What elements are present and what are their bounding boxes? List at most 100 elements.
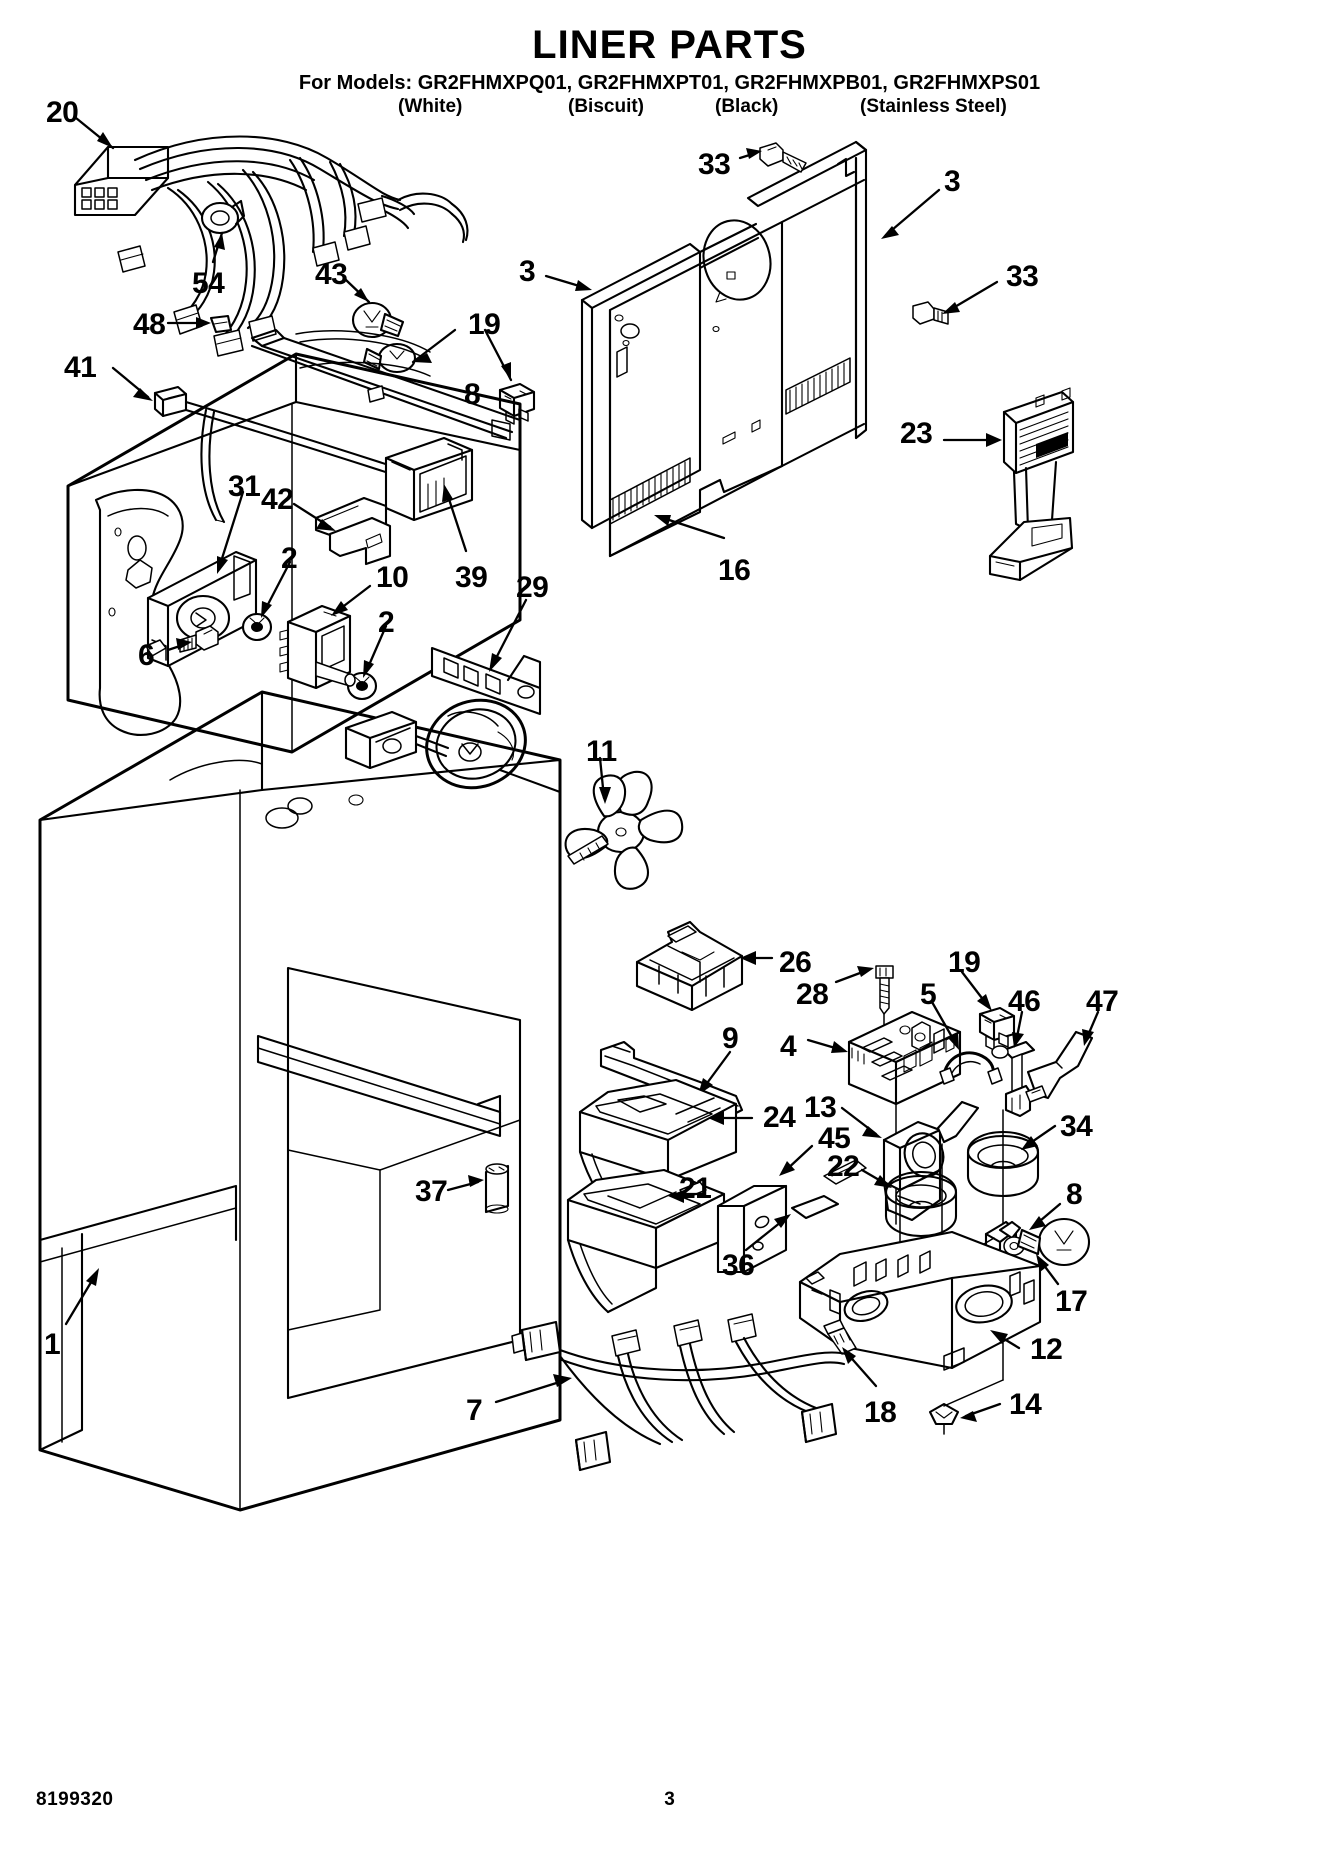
callout-14: 14 [1009, 1388, 1042, 1421]
leader-39 [442, 484, 466, 551]
callout-9: 9 [722, 1022, 739, 1055]
callout-28: 28 [796, 978, 829, 1011]
part-5-retaining-clip [940, 1053, 1002, 1084]
callout-12: 12 [1030, 1333, 1063, 1366]
callout-31: 31 [228, 470, 261, 503]
models-line: For Models: GR2FHMXPQ01, GR2FHMXPT01, GR… [298, 72, 1041, 94]
leader-54 [213, 233, 225, 262]
part-37-drain-cup [486, 1164, 508, 1213]
leader-3-left [546, 276, 592, 291]
leader-29 [489, 600, 526, 672]
leader-24 [708, 1111, 752, 1125]
part-42-bracket-plate [316, 498, 390, 564]
leader-33-top [740, 148, 762, 159]
callout-16: 16 [718, 554, 751, 587]
leader-11 [599, 758, 611, 804]
part-19-connector-lower [980, 1008, 1014, 1050]
callout-2-a: 2 [281, 542, 298, 575]
color-labels-row: (White) (Biscuit) (Black) (Stainless Ste… [0, 96, 1339, 120]
callout-18: 18 [864, 1396, 897, 1429]
leader-2-a [261, 562, 290, 618]
part-2-grommet-a [243, 614, 271, 640]
leader-1 [66, 1268, 99, 1324]
color-label-stainless: (Stainless Steel) [860, 96, 1007, 117]
part-19-connector-upper [500, 384, 534, 424]
callout-19-lower: 19 [948, 946, 981, 979]
callout-8-upper: 8 [464, 378, 481, 411]
leader-3-right [881, 190, 939, 239]
leader-8-top [413, 330, 455, 363]
leader-2-b [363, 626, 386, 678]
leader-42 [294, 504, 336, 531]
part-45-insulation-panel [718, 1186, 786, 1272]
callout-34: 34 [1060, 1110, 1093, 1143]
callout-45: 45 [818, 1122, 851, 1155]
part-48-clip [211, 316, 231, 332]
callout-22: 22 [827, 1150, 860, 1183]
leader-36 [746, 1214, 791, 1250]
callout-11: 11 [586, 735, 617, 768]
leader-4 [808, 1040, 848, 1053]
leader-46 [1012, 1012, 1024, 1048]
part-7-lower-harness [512, 1314, 846, 1470]
callout-54: 54 [192, 267, 225, 300]
leader-37 [448, 1175, 484, 1190]
leader-21 [668, 1190, 704, 1203]
callout-4: 4 [780, 1030, 797, 1063]
part-12-light-housing [800, 1232, 1040, 1370]
leader-43 [346, 280, 369, 302]
callout-39: 39 [455, 561, 488, 594]
leader-12 [990, 1330, 1019, 1348]
callout-33-top: 33 [698, 148, 731, 181]
part-36-foam-pad [792, 1196, 838, 1218]
color-label-biscuit: (Biscuit) [568, 96, 644, 117]
diagram-header: LINER PARTS For Models: GR2FHMXPQ01, GR2… [0, 24, 1339, 120]
leader-18 [842, 1347, 876, 1386]
part-28-screw [876, 966, 893, 1040]
part-26-damper-cover [637, 922, 742, 1010]
part-43-light-bulbs [353, 303, 415, 372]
leader-14 [960, 1404, 1000, 1422]
leader-6 [168, 638, 192, 650]
leader-48 [168, 317, 211, 329]
leader-33-mid [942, 282, 997, 314]
manual-part-number: 8199320 [36, 1789, 114, 1810]
leader-45 [779, 1146, 812, 1176]
leader-16 [654, 515, 724, 538]
callout-26: 26 [779, 946, 812, 979]
leader-28 [836, 966, 874, 982]
callout-2-b: 2 [378, 606, 395, 639]
part-31-fan-bracket [146, 552, 256, 666]
leader-7 [496, 1374, 572, 1402]
part-33-screw-top [760, 143, 806, 172]
callout-21: 21 [679, 1172, 712, 1205]
part-47-bracket-arm [1026, 1032, 1092, 1102]
part-6-screw [180, 626, 218, 652]
callout-19-upper: 19 [468, 308, 501, 341]
callout-33-mid: 33 [1006, 260, 1039, 293]
color-label-black: (Black) [715, 96, 779, 117]
leader-5 [932, 1002, 959, 1050]
callout-43: 43 [315, 258, 348, 291]
part-33-screw-mid [913, 302, 948, 324]
callout-41: 41 [64, 351, 97, 384]
page-title: LINER PARTS [532, 23, 807, 67]
leader-19-upper [485, 330, 511, 380]
part-23-air-tower [990, 388, 1073, 580]
callout-48: 48 [133, 308, 166, 341]
part-22-socket-gasket [886, 1144, 956, 1300]
leader-20 [76, 118, 113, 148]
callout-3-left: 3 [519, 255, 536, 288]
part-10-fan-motor [280, 606, 355, 688]
callout-46: 46 [1008, 985, 1041, 1018]
page-number: 3 [664, 1789, 675, 1810]
callout-20: 20 [46, 96, 79, 129]
callout-5: 5 [920, 978, 937, 1011]
leader-8-bottom [1029, 1204, 1060, 1230]
callout-24: 24 [763, 1101, 796, 1134]
part-4-control-board [849, 1012, 960, 1224]
callout-37: 37 [415, 1175, 448, 1208]
leader-26 [740, 951, 772, 965]
leader-10 [331, 586, 370, 616]
